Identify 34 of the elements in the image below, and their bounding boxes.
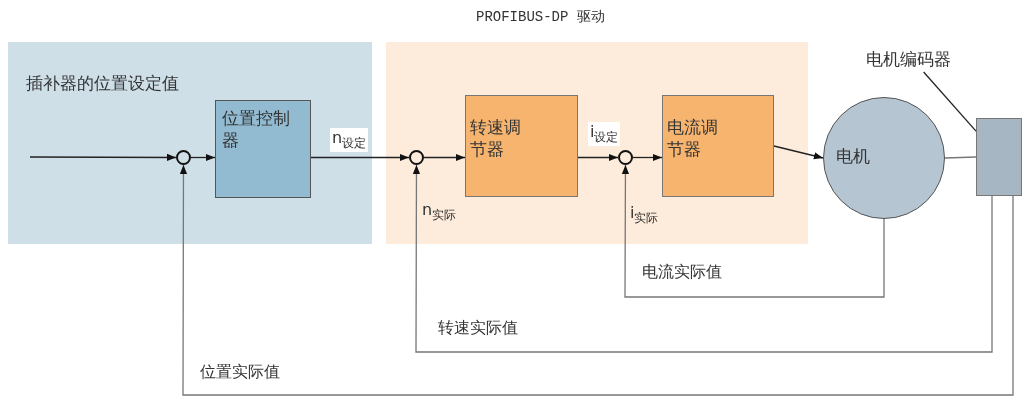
feedback-line (179, 164, 1014, 396)
signal-arrow (29, 153, 177, 162)
block-label: 电机 (836, 145, 870, 168)
block-label: 转速调节器 (470, 116, 522, 161)
signal-arrow (577, 153, 619, 162)
signal-arrow (773, 145, 824, 160)
edge-label: 电流实际值 (640, 262, 724, 283)
speed-controller-box (465, 95, 578, 197)
edge-label: n$_{设定}$ (330, 128, 369, 153)
edge-label: 位置实际值 (198, 362, 282, 383)
controller-panel (8, 42, 372, 244)
signal-arrow (632, 153, 663, 162)
signal-label: n$_{实际}$ (421, 200, 458, 225)
current-controller-box (662, 95, 774, 197)
summing-junction (409, 150, 424, 165)
signal-label: i$_{实际}$ (629, 203, 660, 228)
summing-junction (618, 150, 633, 165)
signal-arrow (190, 153, 216, 162)
block-label: 电流调节器 (667, 116, 719, 161)
panel-heading: PROFIBUS-DP 驱动 (476, 8, 605, 27)
block-label: 位置控制器 (222, 107, 291, 152)
position-controller-box (215, 100, 311, 198)
edge-label: i$_{设定}$ (588, 122, 621, 147)
signal-label: 插补器的位置设定值 (26, 72, 179, 95)
summing-junction (176, 150, 191, 165)
component-label: 电机编码器 (866, 48, 951, 71)
signal-arrow (423, 153, 466, 162)
encoder-box (976, 118, 1022, 196)
signal-arrow (310, 153, 410, 162)
feedback-line (944, 156, 977, 159)
feedback-line (621, 164, 885, 298)
edge-label: 转速实际值 (436, 318, 520, 339)
leader-line (923, 71, 977, 132)
feedback-line (412, 164, 993, 353)
